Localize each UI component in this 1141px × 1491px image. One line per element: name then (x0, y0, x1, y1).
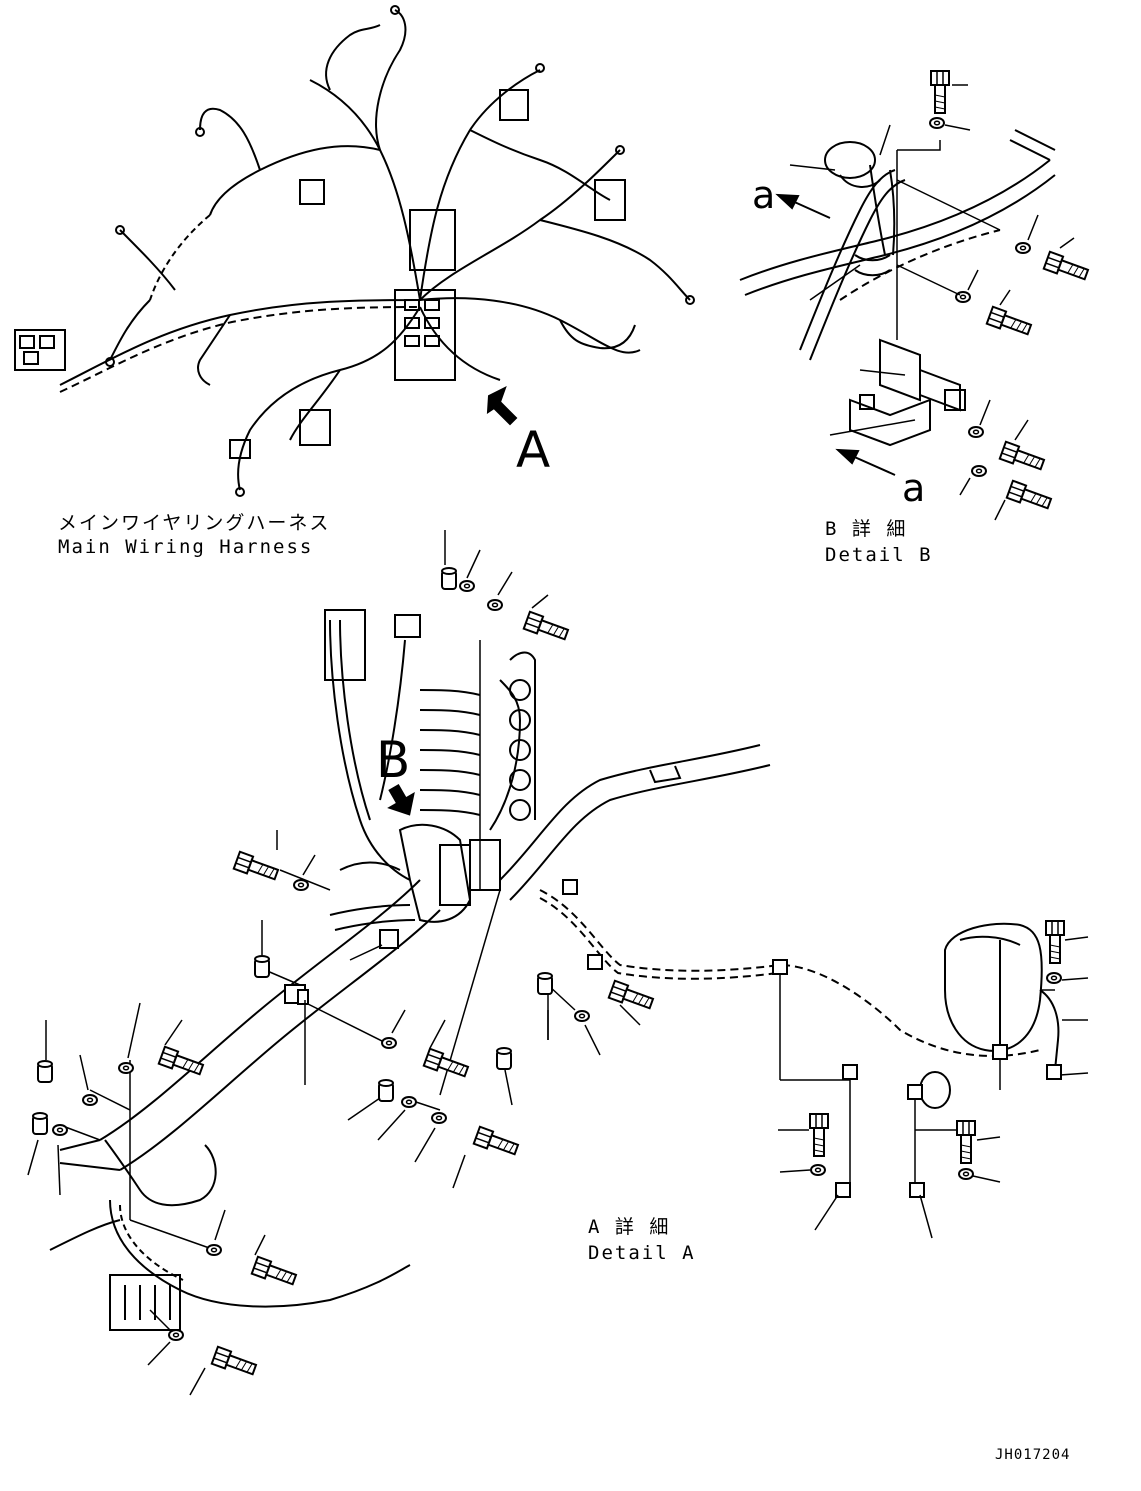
view-arrow-a (486, 385, 518, 426)
detail-a-drawing (27, 530, 1089, 1396)
drawing-code: JH017204 (995, 1447, 1071, 1463)
caption-detail-b-jp: B 詳 細 (825, 518, 908, 540)
caption-detail-a-en: Detail A (588, 1242, 696, 1264)
caption-detail-b-en: Detail B (825, 544, 933, 566)
caption-main-harness-en: Main Wiring Harness (58, 536, 314, 558)
view-arrow-b (387, 784, 415, 816)
caption-detail-a-jp: A 詳 細 (588, 1216, 671, 1238)
main-harness-overview (14, 5, 695, 497)
view-label-a: A (516, 421, 551, 479)
arrow-label-a-bottom: a (902, 466, 926, 510)
caption-main-harness-jp: メインワイヤリングハーネス (58, 512, 331, 534)
view-label-b: B (376, 731, 411, 789)
arrow-label-a-top: a (752, 173, 776, 217)
detail-b-drawing (739, 70, 1091, 521)
